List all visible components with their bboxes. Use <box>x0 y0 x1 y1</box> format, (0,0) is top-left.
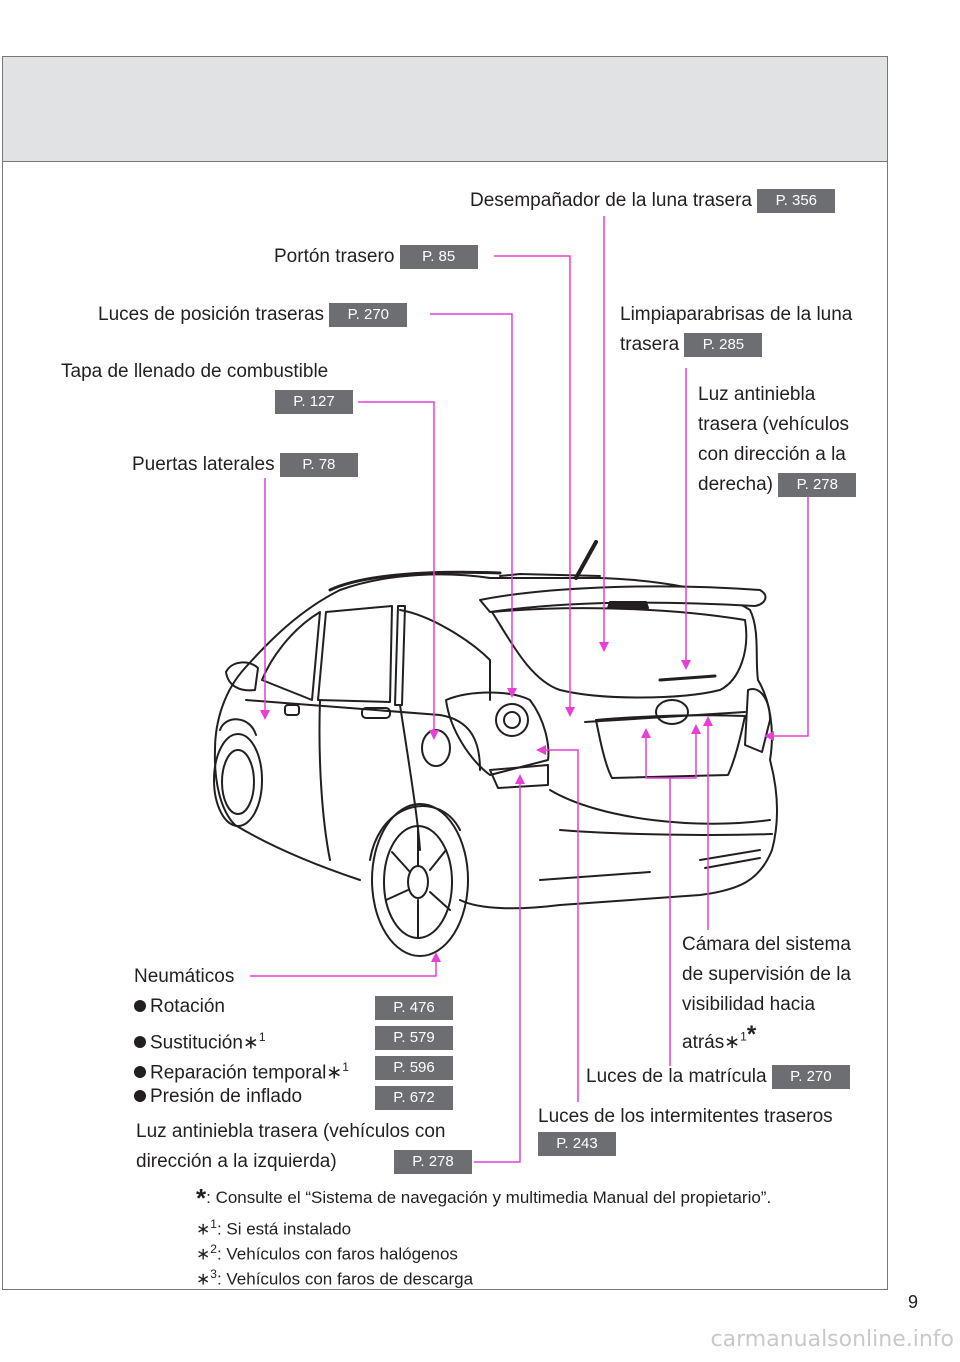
callout-fuel-filler: Tapa de llenado de combustible <box>61 357 328 387</box>
callout-rear-defogger: Desempañador de la luna trasera P. 356 <box>470 186 836 216</box>
callout-side-doors: Puertas laterales P. 78 <box>132 450 358 480</box>
bullet-icon <box>134 1090 146 1102</box>
page-ref-badge[interactable]: P. 285 <box>684 332 763 357</box>
callout-rear-camera: Cámara del sistema de supervisión de la … <box>682 934 851 1053</box>
callout-rear-turn: Luces de los intermitentes traseros <box>538 1106 833 1127</box>
callout-label: Luces de la matrícula <box>586 1066 767 1087</box>
callout-rear-fog-rhd: Luz antiniebla trasera (vehículos con di… <box>698 380 868 500</box>
bullet-icon <box>134 1066 146 1079</box>
callout-label: Luz antiniebla trasera (vehículos con di… <box>136 1121 446 1172</box>
page-ref-badge-rotation[interactable]: P. 476 <box>375 996 453 1020</box>
callout-label: Puertas laterales <box>132 454 275 475</box>
tires-item-temporary-repair: Reparación temporal∗1 <box>134 1052 349 1088</box>
page-ref-badge[interactable]: P. 278 <box>778 472 857 497</box>
page-ref-badge[interactable]: P. 85 <box>399 244 478 269</box>
page-ref-badge[interactable]: P. 270 <box>329 302 408 327</box>
page-ref-badge[interactable]: P. 78 <box>279 452 358 477</box>
callout-label: Luces de posición traseras <box>98 304 325 325</box>
watermark: carmanualsonline.info <box>710 1327 954 1352</box>
page-ref-badge-fuel[interactable]: P. 127 <box>275 390 353 414</box>
footnote-2: ∗1: Si está instalado <box>196 1217 352 1239</box>
footnote-3: ∗2: Vehículos con faros halógenos <box>196 1242 458 1264</box>
callout-label: Portón trasero <box>274 246 395 267</box>
callout-rear-wiper: Limpiaparabrisas de la luna trasera P. 2… <box>620 300 880 360</box>
page-ref-badge-rear-turn[interactable]: P. 243 <box>538 1132 616 1156</box>
callout-rear-fog-lhd: Luz antiniebla trasera (vehículos con di… <box>136 1117 486 1177</box>
footnote-1: *: Consulte el “Sistema de navegación y … <box>196 1183 772 1213</box>
page-number: 9 <box>908 1292 919 1312</box>
page-ref-badge[interactable]: P. 356 <box>757 188 836 213</box>
page-ref-badge-rear-fog-lhd[interactable]: P. 278 <box>394 1150 472 1174</box>
bullet-icon <box>134 1000 146 1012</box>
page-ref-badge-inflation[interactable]: P. 672 <box>375 1086 453 1110</box>
tires-item-replacement: Sustitución∗1 <box>134 1022 266 1058</box>
page-ref-badge-temporary-repair[interactable]: P. 596 <box>375 1056 453 1080</box>
callout-rear-position-lights: Luces de posición traseras P. 270 <box>98 300 408 330</box>
callout-license-lights: Luces de la matrícula P. 270 <box>586 1062 850 1092</box>
footnote-4: ∗3: Vehículos con faros de descarga <box>196 1267 474 1289</box>
tires-item-rotation: Rotación <box>134 992 225 1022</box>
page-ref-badge[interactable]: P. 270 <box>771 1064 850 1089</box>
callout-label: Tapa de llenado de combustible <box>61 361 329 382</box>
callout-label: Limpiaparabrisas de la luna trasera <box>620 304 853 355</box>
page-ref-badge-replacement[interactable]: P. 579 <box>375 1026 453 1050</box>
callout-label: Desempañador de la luna trasera <box>470 190 753 211</box>
page-frame <box>2 56 888 1290</box>
header-band <box>2 56 888 162</box>
callout-label: Cámara del sistema de supervisión de la … <box>682 934 851 1053</box>
bullet-icon <box>134 1036 146 1049</box>
callout-label: Luz antiniebla trasera (vehículos con di… <box>698 384 850 495</box>
callout-back-door: Portón trasero P. 85 <box>274 242 478 272</box>
callout-tires: Neumáticos <box>134 966 235 987</box>
tires-item-inflation: Presión de inflado <box>134 1082 302 1112</box>
